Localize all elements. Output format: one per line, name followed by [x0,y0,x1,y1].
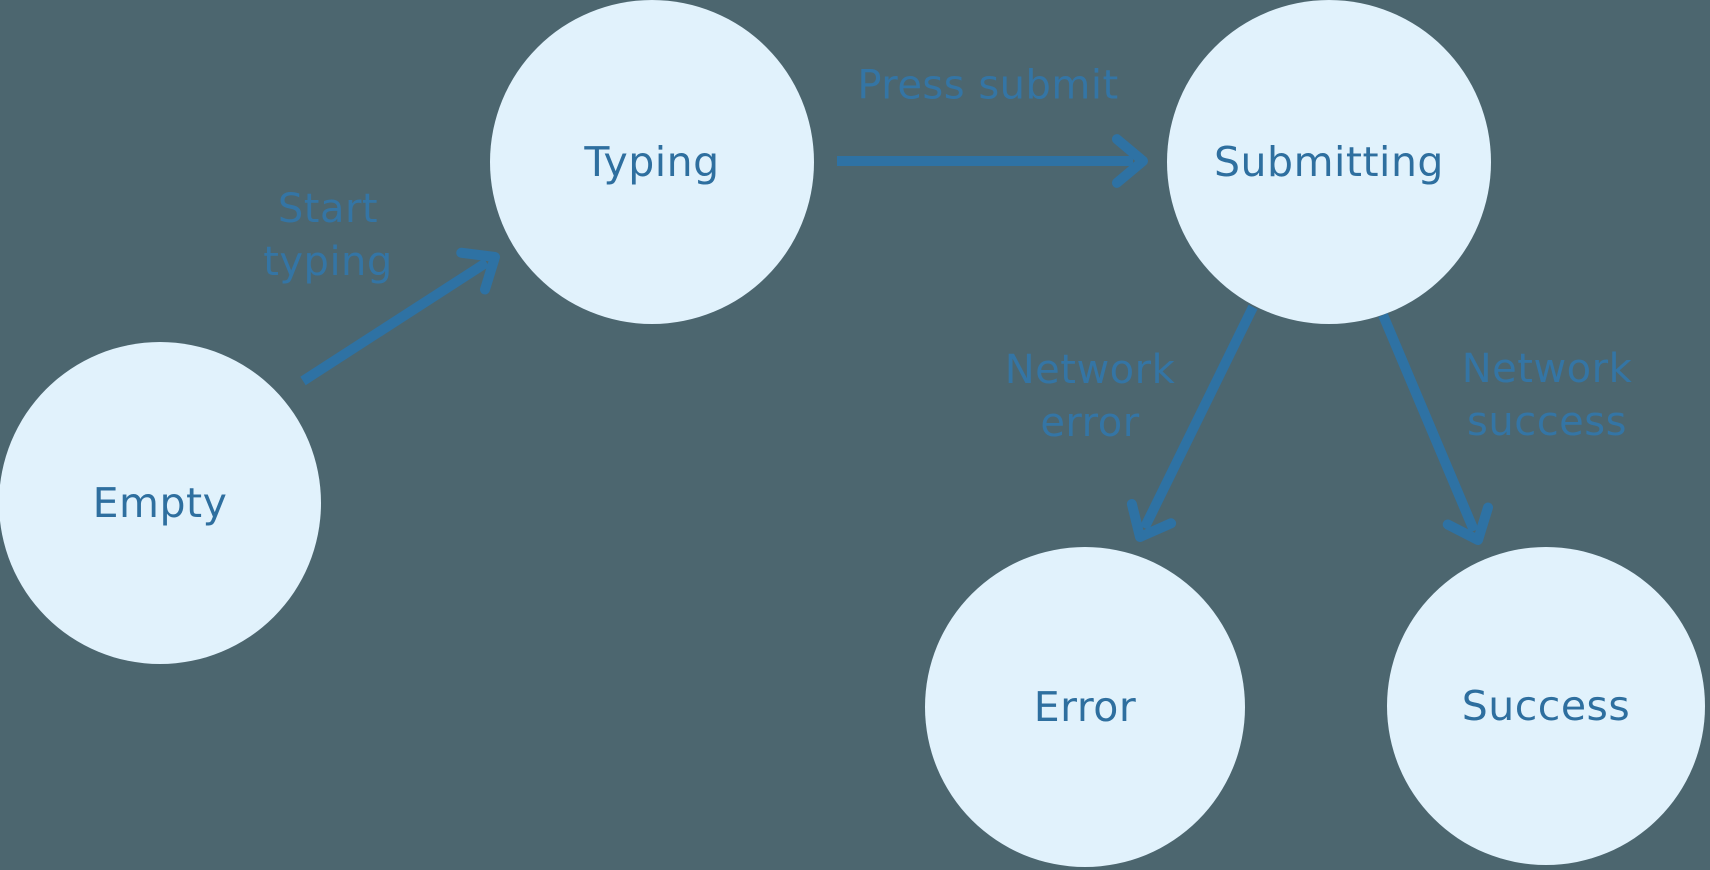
state-node-empty: Empty [0,342,321,664]
transition-arrow-empty-to-typing [300,247,500,386]
arrow-shaft [1378,313,1479,533]
state-label-empty: Empty [92,479,228,527]
transition-label-line: Network [1461,346,1633,392]
transition-label-line: Press submit [857,62,1119,109]
state-label-error: Error [1033,683,1137,731]
transition-label-submitting-to-error: Network error [1005,344,1176,450]
transition-arrow-submitting-to-success [1378,313,1493,545]
state-node-typing: Typing [490,0,814,324]
state-label-typing: Typing [584,138,720,186]
transition-label-submitting-to-success: Network success [1462,343,1633,449]
state-node-success: Success [1387,547,1705,865]
arrowhead-icon [1126,498,1177,542]
state-node-error: Error [925,547,1245,867]
arrow-shaft [300,258,490,386]
transition-label-typing-to-submitting: Press submit [857,60,1118,113]
state-label-success: Success [1461,682,1631,730]
transition-label-line: Start [277,186,379,232]
arrowhead-icon [456,247,500,295]
transition-label-line: error [1040,400,1140,446]
state-label-submitting: Submitting [1214,138,1444,186]
state-node-submitting: Submitting [1167,0,1491,324]
transition-arrow-typing-to-submitting [837,134,1148,188]
transition-label-line: Network [1004,347,1176,393]
arrow-shaft [1139,304,1258,531]
arrowhead-icon [1111,134,1148,188]
transition-label-line: typing [263,239,393,285]
transition-arrow-submitting-to-error [1126,304,1258,542]
arrowhead-icon [1442,502,1493,545]
transition-label-empty-to-typing: Start typing [263,183,393,289]
transition-label-line: success [1467,399,1627,445]
